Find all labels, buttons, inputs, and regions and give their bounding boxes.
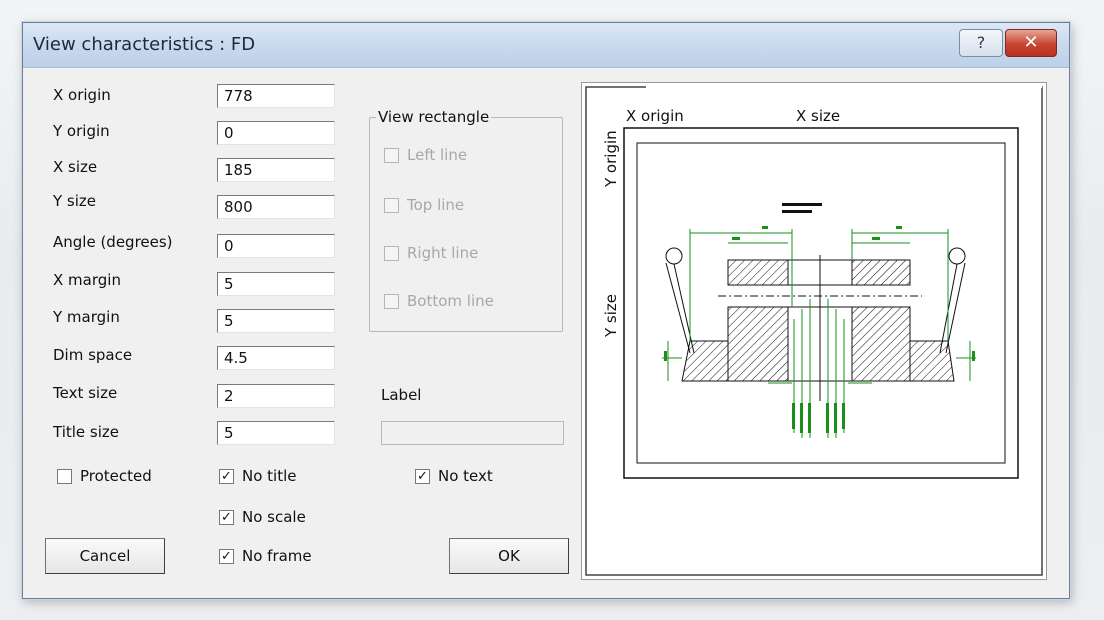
x-size-input[interactable] <box>217 158 335 182</box>
angle-input[interactable] <box>217 234 335 258</box>
view-inner-rect <box>636 142 1006 464</box>
bottom-line-checkbox-box <box>384 293 399 309</box>
no-text-label: No text <box>438 467 493 485</box>
help-button[interactable]: ? <box>959 29 1003 57</box>
y-margin-input[interactable] <box>217 309 335 333</box>
top-line-checkbox-box <box>384 197 399 213</box>
ok-button[interactable]: OK <box>449 538 569 574</box>
y-margin-label: Y margin <box>53 308 120 326</box>
no-text-checkbox[interactable]: ✓ No text <box>415 467 493 485</box>
no-frame-checkbox[interactable]: ✓ No frame <box>219 547 312 565</box>
top-line-label: Top line <box>407 196 465 214</box>
title-size-input[interactable] <box>217 421 335 445</box>
no-title-label: No title <box>242 467 297 485</box>
view-rectangle-legend: View rectangle <box>376 108 492 126</box>
y-origin-input[interactable] <box>217 121 335 145</box>
view-outer-rect <box>623 127 1019 479</box>
help-icon: ? <box>976 33 986 52</box>
left-line-checkbox-box <box>384 147 399 163</box>
no-frame-label: No frame <box>242 547 312 565</box>
top-line-checkbox[interactable]: Top line <box>384 196 464 214</box>
cancel-button[interactable]: Cancel <box>45 538 165 574</box>
drawing-preview: X origin X size Y origin Y size <box>585 86 1043 576</box>
view-rectangle-group: View rectangle Left line Top line Right … <box>369 108 563 332</box>
preview-x-size-label: X size <box>796 107 840 125</box>
label-input[interactable] <box>381 421 564 445</box>
title-bar[interactable]: View characteristics : FD ? ✕ <box>23 23 1069 68</box>
dim-space-label: Dim space <box>53 346 133 364</box>
checkmark-icon: ✓ <box>415 468 430 484</box>
view-characteristics-dialog: View characteristics : FD ? ✕ X origin Y… <box>22 22 1070 599</box>
no-title-checkbox[interactable]: ✓ No title <box>219 467 297 485</box>
no-scale-label: No scale <box>242 508 306 526</box>
checkmark-icon: ✓ <box>219 548 234 564</box>
right-line-checkbox-box <box>384 245 399 261</box>
y-size-input[interactable] <box>217 195 335 219</box>
window-title: View characteristics : FD <box>33 34 256 55</box>
x-margin-label: X margin <box>53 271 121 289</box>
angle-label: Angle (degrees) <box>53 233 173 251</box>
preview-x-origin-label: X origin <box>626 107 684 125</box>
left-line-label: Left line <box>407 146 468 164</box>
right-line-label: Right line <box>407 244 479 262</box>
close-icon: ✕ <box>1023 32 1039 53</box>
title-size-label: Title size <box>53 423 119 441</box>
right-line-checkbox[interactable]: Right line <box>384 244 478 262</box>
dim-space-input[interactable] <box>217 346 335 370</box>
x-origin-input[interactable] <box>217 84 335 108</box>
preview-y-origin-label: Y origin <box>602 130 620 188</box>
protected-label: Protected <box>80 467 152 485</box>
left-line-checkbox[interactable]: Left line <box>384 146 467 164</box>
y-size-label: Y size <box>53 192 97 210</box>
x-origin-label: X origin <box>53 86 111 104</box>
checkmark-icon: ✓ <box>219 468 234 484</box>
y-origin-label: Y origin <box>53 122 110 140</box>
protected-checkbox-box <box>57 468 72 484</box>
preview-y-size-label: Y size <box>602 294 620 338</box>
bottom-line-label: Bottom line <box>407 292 494 310</box>
x-size-label: X size <box>53 158 98 176</box>
dialog-body: X origin Y origin X size Y size Angle (d… <box>23 68 1069 598</box>
protected-checkbox[interactable]: Protected <box>57 467 152 485</box>
text-size-label: Text size <box>53 384 118 402</box>
preview-frame <box>585 86 1043 576</box>
text-size-input[interactable] <box>217 384 335 408</box>
view-preview-panel: X origin X size Y origin Y size <box>581 82 1047 580</box>
x-margin-input[interactable] <box>217 272 335 296</box>
label-caption: Label <box>381 386 422 404</box>
technical-drawing <box>662 203 976 438</box>
checkmark-icon: ✓ <box>219 509 234 525</box>
close-button[interactable]: ✕ <box>1005 29 1057 57</box>
no-scale-checkbox[interactable]: ✓ No scale <box>219 508 306 526</box>
bottom-line-checkbox[interactable]: Bottom line <box>384 292 494 310</box>
